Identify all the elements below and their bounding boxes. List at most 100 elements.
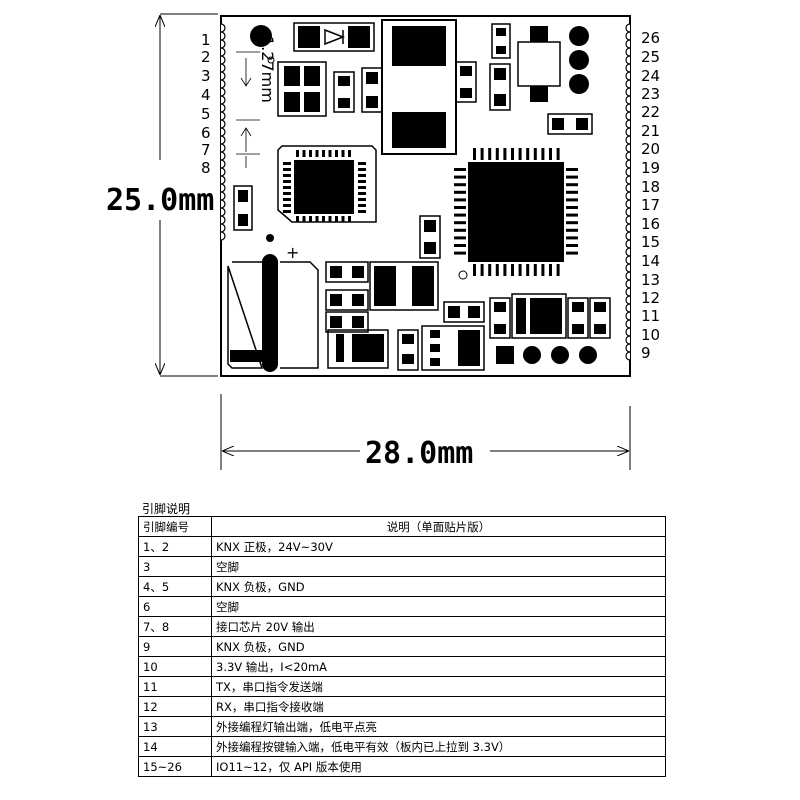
pin-label: 14 xyxy=(641,252,660,270)
castellation xyxy=(625,311,631,321)
pin-label: 9 xyxy=(641,344,651,362)
castellation xyxy=(625,263,631,273)
castellation xyxy=(625,303,631,313)
castellation xyxy=(220,143,226,153)
desc-cell: 外接编程灯输出端，低电平点亮 xyxy=(211,716,666,737)
castellation xyxy=(625,31,631,41)
castellation xyxy=(220,199,226,209)
castellation xyxy=(625,199,631,209)
pin-label: 20 xyxy=(641,140,660,158)
castellation xyxy=(625,151,631,161)
desc-cell: 空脚 xyxy=(211,556,666,577)
width-dimension: 28.0mm xyxy=(220,394,631,471)
pin-label: 4 xyxy=(201,86,211,104)
castellation xyxy=(625,103,631,113)
pin-label: 1 xyxy=(201,31,211,49)
castellation xyxy=(625,79,631,89)
height-dimension-label: 25.0mm xyxy=(106,183,214,218)
castellation xyxy=(220,175,226,185)
castellation xyxy=(220,183,226,193)
pin-label: 11 xyxy=(641,307,660,325)
castellation xyxy=(625,71,631,81)
castellation xyxy=(625,111,631,121)
castellation xyxy=(625,135,631,145)
castellation xyxy=(625,127,631,137)
castellation xyxy=(220,135,226,145)
pin-cell: 13 xyxy=(138,716,212,737)
castellation xyxy=(625,159,631,169)
castellation xyxy=(220,95,226,105)
pin-cell: 6 xyxy=(138,596,212,617)
castellation xyxy=(220,71,226,81)
castellation xyxy=(625,215,631,225)
castellation xyxy=(625,55,631,65)
header-description: 说明（单面贴片版） xyxy=(211,516,666,537)
castellation xyxy=(220,207,226,217)
castellation xyxy=(625,231,631,241)
castellation xyxy=(220,55,226,65)
castellation xyxy=(625,223,631,233)
desc-cell: IO11~12，仅 API 版本使用 xyxy=(211,756,666,777)
pin-cell: 15~26 xyxy=(138,756,212,777)
castellation xyxy=(220,215,226,225)
castellation xyxy=(220,167,226,177)
desc-cell: KNX 正极，24V~30V xyxy=(211,536,666,557)
header-pin-number: 引脚编号 xyxy=(138,516,212,537)
desc-cell: 外接编程按键输入端，低电平有效（板内已上拉到 3.3V） xyxy=(211,736,666,757)
pin-label: 5 xyxy=(201,105,211,123)
pin-label: 16 xyxy=(641,215,660,233)
castellation xyxy=(625,319,631,329)
pin-cell: 10 xyxy=(138,656,212,677)
pin-label: 3 xyxy=(201,67,211,85)
castellation xyxy=(220,39,226,49)
castellation xyxy=(625,207,631,217)
castellation xyxy=(220,87,226,97)
castellation xyxy=(220,79,226,89)
pin-label: 12 xyxy=(641,289,660,307)
castellation xyxy=(625,279,631,289)
pin-label: 23 xyxy=(641,85,660,103)
desc-cell: 3.3V 输出，I<20mA xyxy=(211,656,666,677)
pitch-dimension-label: 1.27mm xyxy=(258,36,277,103)
castellation xyxy=(625,87,631,97)
desc-cell: TX，串口指令发送端 xyxy=(211,676,666,697)
castellation xyxy=(220,191,226,201)
table-header-row: 引脚编号 说明（单面贴片版） xyxy=(138,516,666,537)
castellation xyxy=(625,63,631,73)
height-dimension: 25.0mm xyxy=(106,13,218,377)
pin-label: 15 xyxy=(641,233,660,251)
castellation xyxy=(220,31,226,41)
pin-label: 22 xyxy=(641,103,660,121)
pin-label: 17 xyxy=(641,196,660,214)
pin-cell: 12 xyxy=(138,696,212,717)
castellation xyxy=(220,63,226,73)
desc-cell: 接口芯片 20V 输出 xyxy=(211,616,666,637)
castellation xyxy=(625,287,631,297)
desc-cell: KNX 负极，GND xyxy=(211,636,666,657)
castellation xyxy=(625,327,631,337)
castellation xyxy=(625,175,631,185)
right-castellations xyxy=(625,23,631,361)
castellation xyxy=(625,335,631,345)
pin-label: 6 xyxy=(201,124,211,142)
castellation xyxy=(220,103,226,113)
castellation xyxy=(625,95,631,105)
pin-cell: 9 xyxy=(138,636,212,657)
castellation xyxy=(220,159,226,169)
castellation xyxy=(625,247,631,257)
castellation xyxy=(625,167,631,177)
